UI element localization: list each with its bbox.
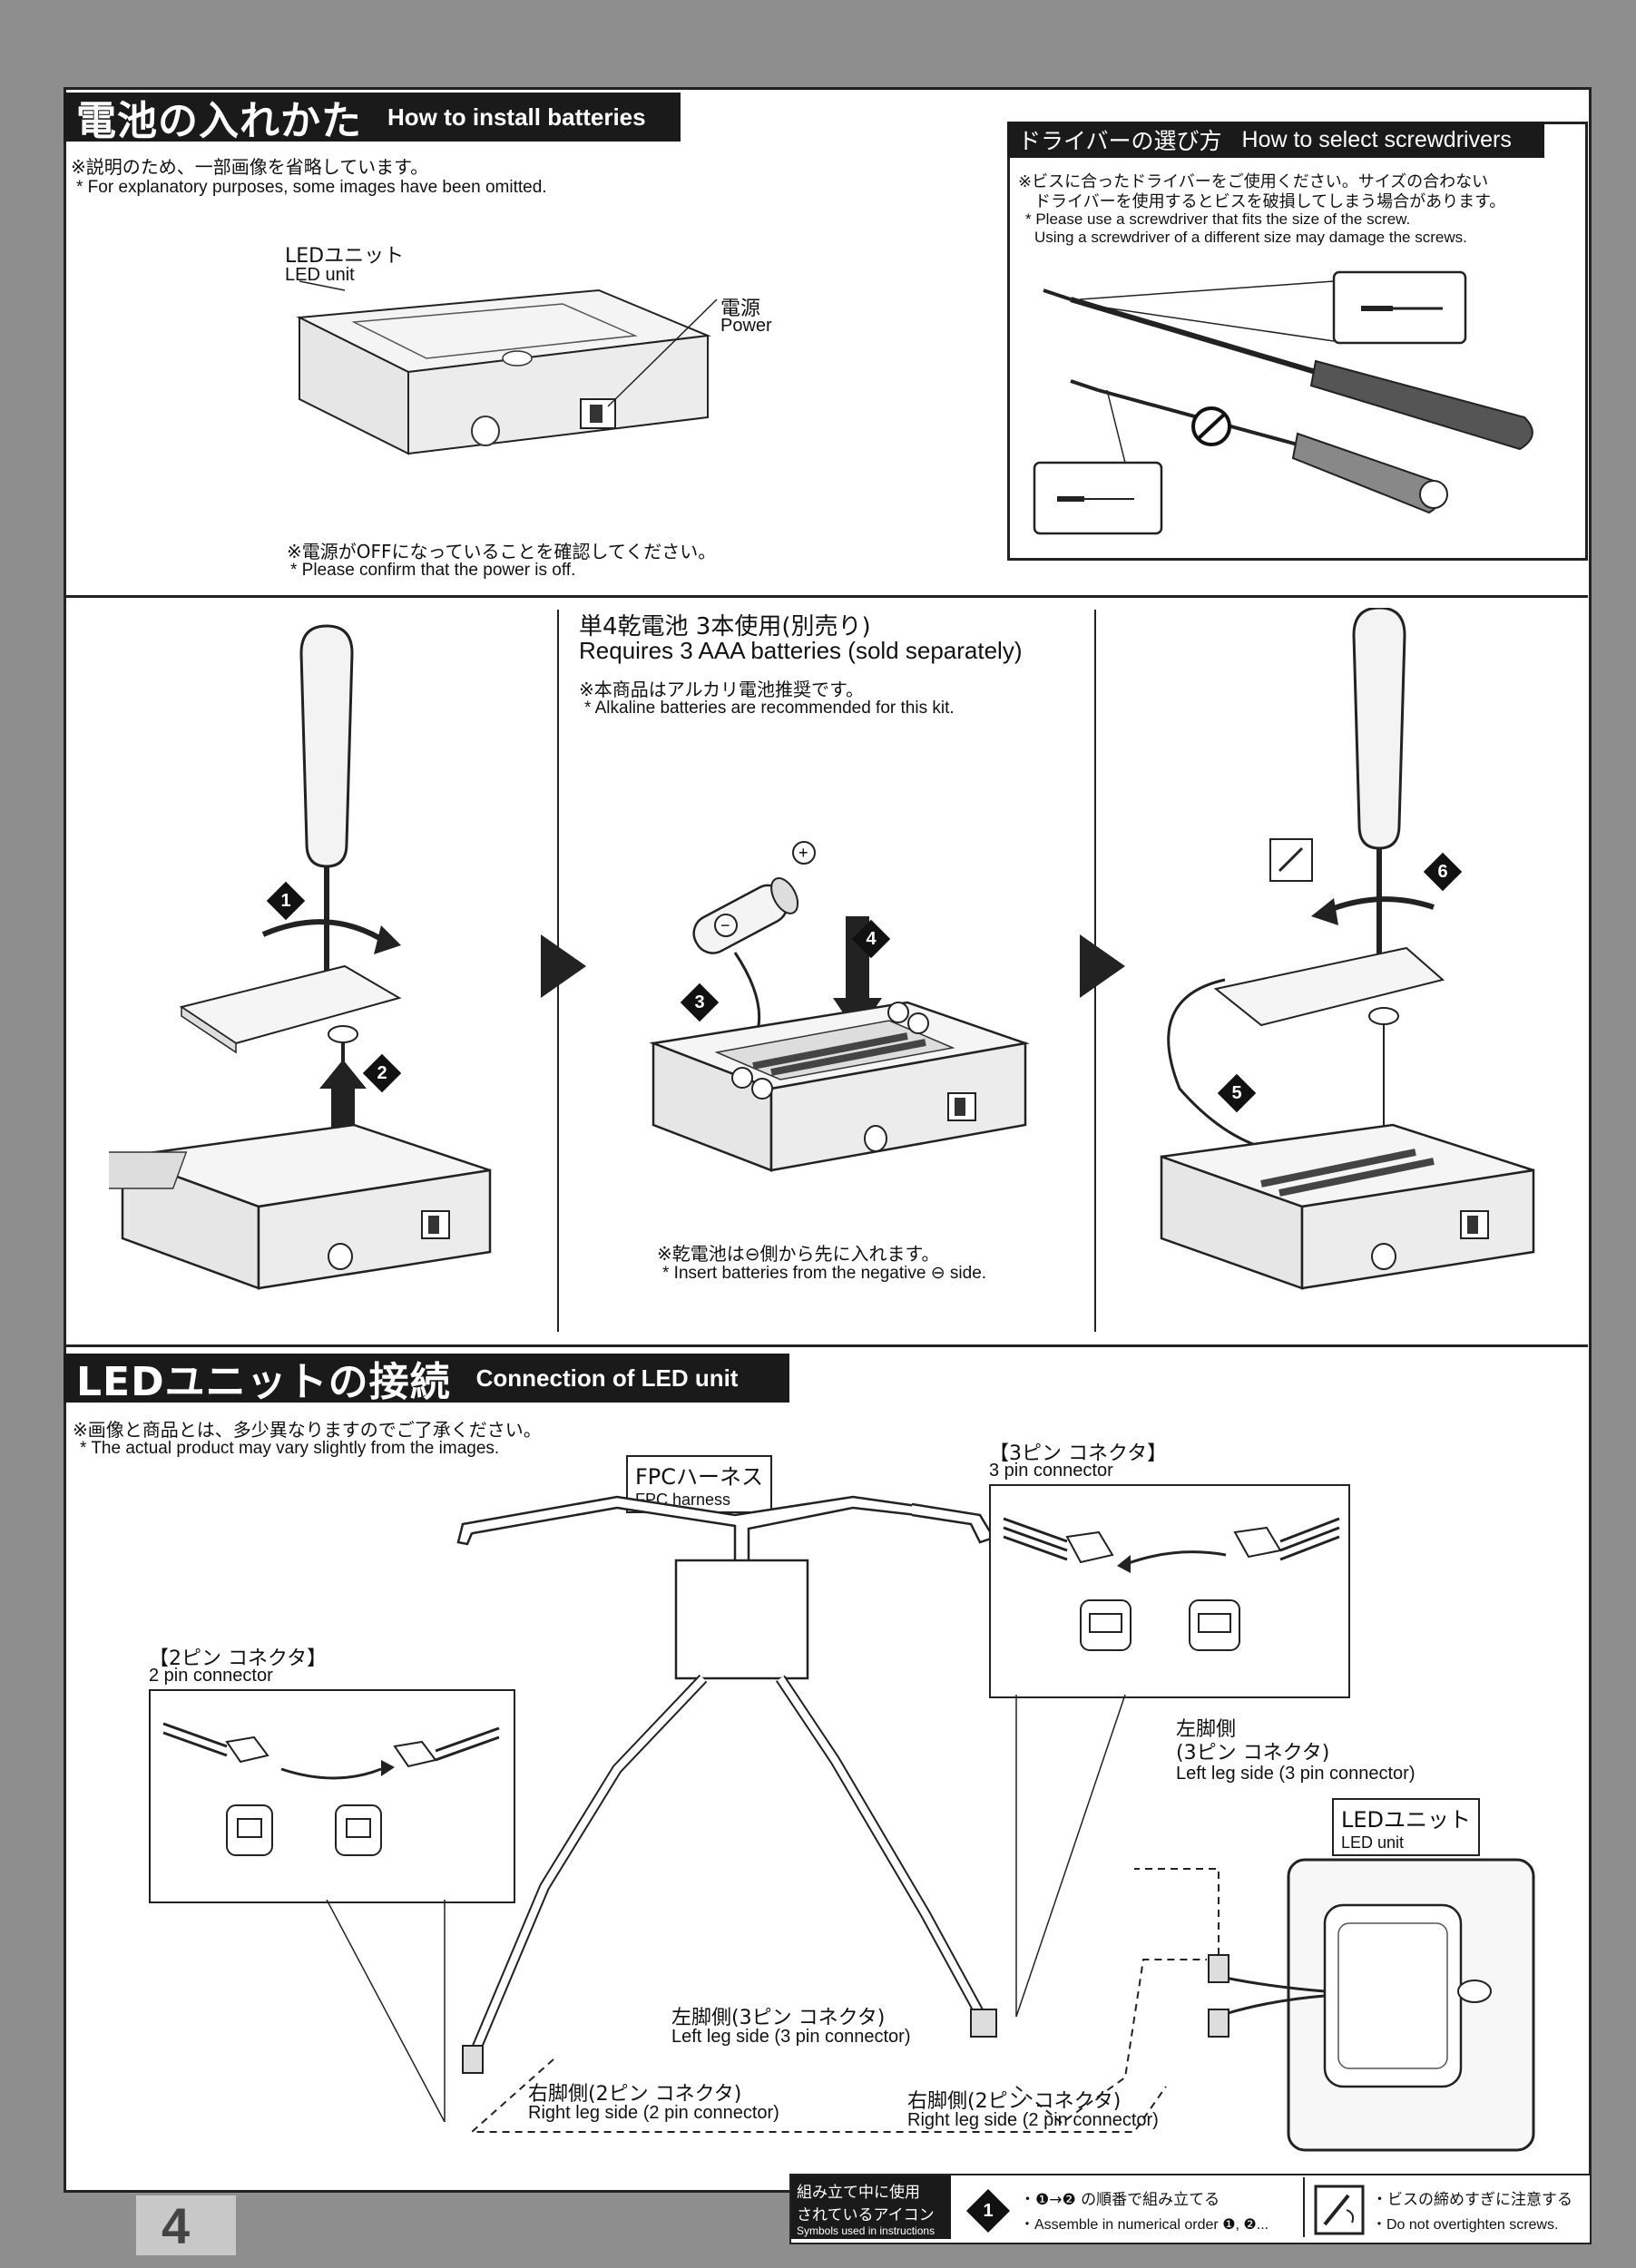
pin2-connector-illustration <box>162 1722 500 1856</box>
left-leg-jp: 左脚側(3ピン コネクタ) <box>671 2007 886 2029</box>
insert-batteries-illustration: + − <box>649 841 1030 1172</box>
battery-requirement-jp: 単4乾電池 3本使用(別売り) <box>579 613 871 640</box>
negative-side-note-jp: ※乾電池は⊖側から先に入れます。 <box>657 1243 940 1265</box>
left-leg-top-en: Left leg side (3 pin connector) <box>1176 1764 1416 1784</box>
order-icon: 1 <box>965 2188 1011 2234</box>
step-5-badge: 5 <box>1217 1073 1257 1113</box>
led-unit-conn-jp: LEDユニット <box>1341 1807 1472 1833</box>
section2-title-en: Connection of LED unit <box>475 1364 739 1392</box>
omitted-note-en: * For explanatory purposes, some images … <box>76 178 547 197</box>
pin2-callout-lines <box>326 1900 446 2123</box>
symbols-jp-1: 組み立て中に使用 <box>797 2184 920 2202</box>
screwdriver-note-jp-2: ドライバーを使用するとビスを破損してしまう場合があります。 <box>1034 192 1506 211</box>
right-gray-margin <box>1588 0 1636 2268</box>
svg-text:+: + <box>798 844 808 862</box>
footer-separator <box>1303 2177 1305 2237</box>
screwdriver-title-en: How to select screwdrivers <box>1241 126 1512 152</box>
section-title-jp: 電池の入れかた <box>76 98 362 144</box>
fpc-harness-illustration <box>456 1495 997 2074</box>
omitted-note-jp: ※説明のため、一部画像を省略しています。 <box>71 156 429 178</box>
symbols-heading: 組み立て中に使用 されているアイコン Symbols used in instr… <box>791 2175 951 2239</box>
screwdriver-comparison-illustration <box>1033 270 1533 535</box>
led-unit-conn-en: LED unit <box>1341 1833 1405 1852</box>
section-divider-1 <box>64 595 1588 598</box>
led-unit-connection-label: LEDユニット LED unit <box>1332 1798 1481 1856</box>
left-leg-en: Left leg side (3 pin connector) <box>671 2027 911 2047</box>
pin2-detail-box <box>149 1689 515 1903</box>
pin3-title-jp: 【3ピン コネクタ】 <box>989 1442 1168 1465</box>
svg-text:−: − <box>720 916 730 934</box>
flow-arrow-2 <box>1080 934 1125 998</box>
reattach-cover-illustration <box>1160 608 1535 1290</box>
section2-title-jp: LEDユニットの接続 <box>76 1359 451 1405</box>
led-unit-label-en: LED unit <box>285 265 355 285</box>
right-leg-bottom-en: Right leg side (2 pin connector) <box>907 2110 1159 2130</box>
section-divider-2 <box>64 1344 1588 1347</box>
pin3-callout-lines <box>1015 1695 1126 2018</box>
right-leg-jp: 右脚側(2ピン コネクタ) <box>528 2083 742 2106</box>
section-install-batteries-title: 電池の入れかた How to install batteries <box>64 93 681 144</box>
screwdriver-title-jp: ドライバーの選び方 <box>1018 128 1222 154</box>
screwdriver-note-en-1: * Please use a screwdriver that fits the… <box>1025 210 1411 228</box>
left-gray-margin <box>0 0 64 2268</box>
top-gray-margin <box>0 0 1636 87</box>
order-en: ・Assemble in numerical order ❶, ❷... <box>1020 2217 1269 2233</box>
vary-note-en: * The actual product may vary slightly f… <box>80 1439 500 1458</box>
overtighten-en: ・Do not overtighten screws. <box>1372 2217 1559 2233</box>
fpc-label-jp: FPCハーネス <box>635 1464 764 1490</box>
step-1-badge: 1 <box>266 881 306 921</box>
screwdriver-note-en-2: Using a screwdriver of a different size … <box>1034 229 1467 246</box>
led-unit-illustration <box>296 280 718 455</box>
battery-requirement-en: Requires 3 AAA batteries (sold separatel… <box>579 637 1023 664</box>
step-6-badge: 6 <box>1423 852 1463 892</box>
pin3-detail-box <box>989 1484 1350 1698</box>
step-4-badge: 4 <box>851 919 891 959</box>
power-label-en: Power <box>720 316 772 336</box>
vary-note-jp: ※画像と商品とは、多少異なりますのでご了承ください。 <box>73 1419 542 1441</box>
step-3-badge: 3 <box>680 982 720 1022</box>
section-title-en: How to install batteries <box>387 103 646 131</box>
negative-side-note-en: * Insert batteries from the negative ⊖ s… <box>662 1264 987 1283</box>
pin3-title-en: 3 pin connector <box>989 1461 1113 1481</box>
pin3-connector-illustration <box>1003 1517 1340 1651</box>
overtighten-icon <box>1314 2185 1365 2235</box>
left-leg-top-jp-2: (3ピン コネクタ) <box>1176 1742 1330 1765</box>
order-jp: ・❶→❷ の順番で組み立てる <box>1020 2191 1220 2209</box>
flow-arrow-1 <box>541 934 586 998</box>
step-2-badge: 2 <box>362 1053 402 1093</box>
symbols-jp-2: されているアイコン <box>797 2206 935 2224</box>
section-led-connection-title: LEDユニットの接続 Connection of LED unit <box>64 1354 789 1405</box>
power-off-note-jp: ※電源がOFFになっていることを確認してください。 <box>287 541 717 562</box>
left-leg-top-jp-1: 左脚側 <box>1176 1718 1237 1741</box>
alkaline-note-jp: ※本商品はアルカリ電池推奨です。 <box>579 679 864 700</box>
right-leg-bottom-jp: 右脚側(2ピン コネクタ) <box>907 2090 1122 2113</box>
pin2-title-jp: 【2ピン コネクタ】 <box>149 1647 328 1670</box>
pin2-title-en: 2 pin connector <box>149 1666 273 1686</box>
screwdriver-box-title: ドライバーの選び方 How to select screwdrivers <box>1007 122 1544 158</box>
page-number: 4 <box>136 2195 236 2255</box>
power-label-jp: 電源 <box>720 298 761 320</box>
overtighten-jp: ・ビスの締めすぎに注意する <box>1372 2191 1572 2209</box>
alkaline-note-en: * Alkaline batteries are recommended for… <box>584 699 955 718</box>
connection-route-lines <box>469 1959 1207 2133</box>
right-leg-en: Right leg side (2 pin connector) <box>528 2103 779 2123</box>
screwdriver-note-jp-1: ※ビスに合ったドライバーをご使用ください。サイズの合わない <box>1018 172 1489 191</box>
symbols-en: Symbols used in instructions <box>797 2224 936 2237</box>
led-unit-label-jp: LEDユニット <box>285 245 405 268</box>
remove-cover-illustration <box>109 624 492 1290</box>
led-unit-connection-illustration <box>1134 1858 1535 2152</box>
power-off-note-en: * Please confirm that the power is off. <box>290 561 576 580</box>
